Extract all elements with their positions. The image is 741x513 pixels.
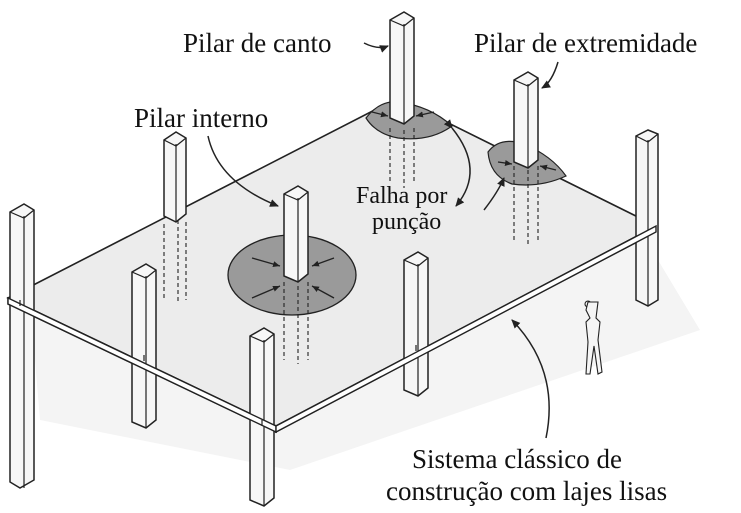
column-corner	[389, 11, 415, 125]
human-figure-icon	[584, 300, 603, 375]
arrow-icon	[207, 135, 279, 207]
arrow-icon	[511, 319, 550, 439]
arrow-icon	[363, 42, 389, 53]
hidden-column-lines	[163, 128, 539, 364]
column-left-front	[9, 203, 35, 489]
force-arrows-corner	[371, 111, 435, 118]
column-interior	[283, 185, 309, 283]
label-corner-column: Pilar de canto	[183, 28, 332, 58]
arrow-icon	[443, 119, 471, 207]
force-arrows-edge	[497, 160, 557, 171]
arrow-icon	[541, 61, 559, 89]
label-punching-line1: Falha por	[356, 183, 448, 209]
column-right-front	[635, 129, 659, 307]
label-edge-column: Pilar de extremidade	[474, 28, 698, 58]
label-system-line2: construção com lajes lisas	[386, 476, 668, 506]
label-system-line1: Sistema clássico de	[412, 444, 622, 474]
callout-arrows	[207, 42, 559, 439]
column-front-mid	[403, 251, 429, 397]
column-edge	[513, 71, 539, 169]
arrow-icon	[483, 177, 505, 211]
force-arrows-interior	[251, 257, 335, 299]
column-interior-back	[163, 131, 187, 223]
label-interior-column: Pilar interno	[134, 103, 269, 133]
column-mid-left	[131, 263, 157, 429]
label-punching-line2: punção	[372, 209, 442, 235]
